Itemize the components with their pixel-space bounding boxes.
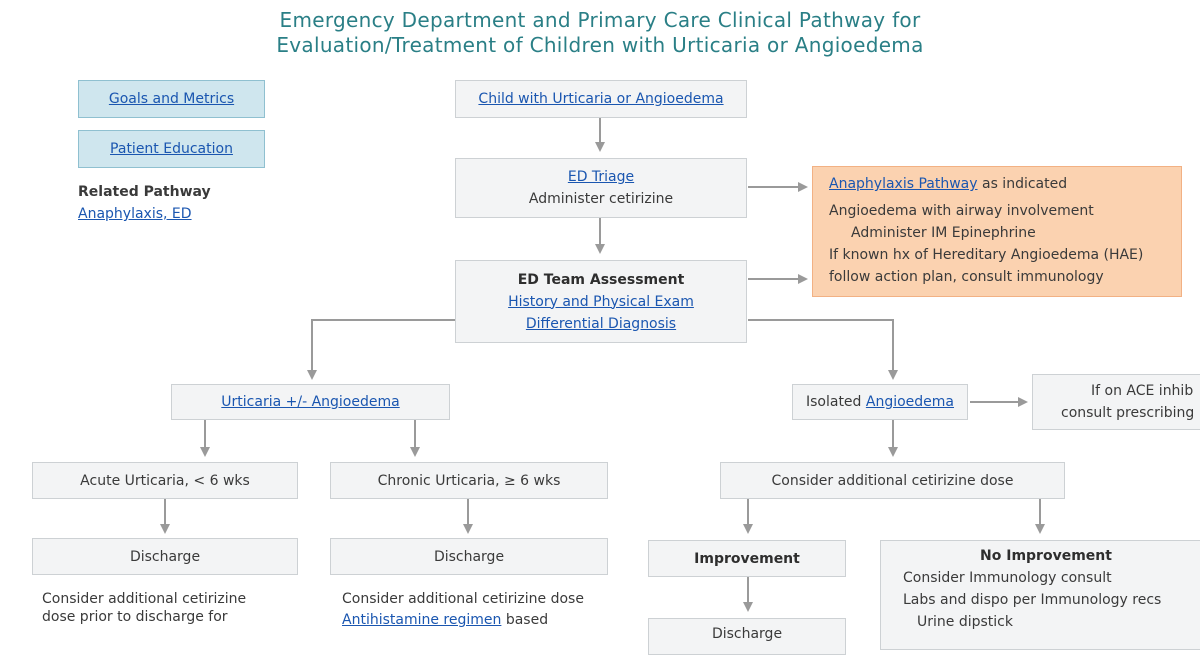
anaphylaxis-line: Anaphylaxis Pathway as indicated: [829, 173, 1067, 195]
no-improvement-line3: Urine dipstick: [917, 614, 1013, 630]
anaphylaxis-info-box: Anaphylaxis Pathway as indicated Angioed…: [812, 166, 1182, 297]
related-pathway-anaphylaxis[interactable]: Anaphylaxis, ED: [78, 204, 192, 224]
hae-text-line1: If known hx of Hereditary Angioedema (HA…: [829, 247, 1144, 263]
chronic-urticaria-box: Chronic Urticaria, ≥ 6 wks: [330, 462, 608, 499]
goals-metrics-button[interactable]: Goals and Metrics: [78, 80, 265, 118]
no-improvement-title: No Improvement: [980, 548, 1112, 564]
urticaria-link[interactable]: Urticaria +/- Angioedema: [221, 394, 400, 410]
ace-line2: consult prescribing: [1061, 405, 1195, 421]
start-link[interactable]: Child with Urticaria or Angioedema: [478, 91, 724, 107]
page-title-line2: Evaluation/Treatment of Children with Ur…: [276, 33, 924, 57]
ace-inhibitor-box: If on ACE inhib consult prescribing: [1032, 374, 1200, 430]
epinephrine-text: Administer IM Epinephrine: [851, 225, 1036, 241]
no-improvement-line2: Labs and dispo per Immunology recs: [903, 592, 1162, 608]
no-improvement-box: No Improvement Consider Immunology consu…: [880, 540, 1200, 650]
improvement-discharge-box: Discharge: [648, 618, 846, 655]
differential-diagnosis-link[interactable]: Differential Diagnosis: [525, 315, 677, 332]
improvement-label: Improvement: [694, 550, 800, 567]
ace-line1: If on ACE inhib: [1091, 383, 1194, 399]
discharge-chronic-label: Discharge: [433, 548, 505, 565]
no-improvement-list: Consider Immunology consult Labs and dis…: [881, 567, 1161, 633]
isolated-prefix: Isolated: [805, 394, 862, 410]
isolated-angioedema-line: Isolated Angioedema: [806, 391, 954, 413]
consider-dose-box: Consider additional cetirizine dose: [720, 462, 1065, 499]
anaphylaxis-pathway-link[interactable]: Anaphylaxis Pathway: [829, 176, 978, 192]
improvement-box: Improvement: [648, 540, 846, 577]
ed-triage-link[interactable]: ED Triage: [567, 169, 635, 185]
discharge-acute-label: Discharge: [129, 548, 201, 565]
no-improvement-line1: Consider Immunology consult: [903, 570, 1112, 586]
consider-dose-label: Consider additional cetirizine dose: [771, 472, 1014, 489]
chronic-note-line1: Consider additional cetirizine dose: [342, 591, 584, 607]
start-box[interactable]: Child with Urticaria or Angioedema: [455, 80, 747, 118]
angioedema-link[interactable]: Angioedema: [865, 394, 955, 410]
chronic-note-tail: based: [505, 612, 549, 628]
patient-education-link[interactable]: Patient Education: [110, 141, 233, 157]
improvement-discharge-label: Discharge: [711, 626, 783, 642]
hae-text-line2: follow action plan, consult immunology: [829, 269, 1104, 285]
page-title-line1: Emergency Department and Primary Care Cl…: [279, 8, 921, 32]
triage-text: Administer cetirizine: [528, 191, 674, 207]
triage-box: ED Triage Administer cetirizine: [455, 158, 747, 218]
chronic-urticaria-label: Chronic Urticaria, ≥ 6 wks: [377, 472, 561, 489]
goals-metrics-link[interactable]: Goals and Metrics: [108, 91, 235, 107]
discharge-acute-box: Discharge: [32, 538, 298, 575]
assessment-title: ED Team Assessment: [517, 271, 685, 288]
related-pathway-heading: Related Pathway: [78, 184, 211, 200]
antihistamine-regimen-link[interactable]: Antihistamine regimen: [342, 612, 502, 628]
anaphylaxis-ed-link[interactable]: Anaphylaxis, ED: [78, 206, 192, 222]
patient-education-button[interactable]: Patient Education: [78, 130, 265, 168]
acute-urticaria-label: Acute Urticaria, < 6 wks: [80, 472, 250, 489]
history-physical-link[interactable]: History and Physical Exam: [508, 293, 694, 310]
airway-text: Angioedema with airway involvement: [829, 203, 1094, 219]
isolated-angioedema-box: Isolated Angioedema: [792, 384, 968, 420]
acute-note-line2: dose prior to discharge for: [42, 609, 228, 625]
acute-urticaria-box: Acute Urticaria, < 6 wks: [32, 462, 298, 499]
chronic-note-line2: Antihistamine regimen based: [342, 610, 548, 630]
urticaria-box[interactable]: Urticaria +/- Angioedema: [171, 384, 450, 420]
discharge-chronic-box: Discharge: [330, 538, 608, 575]
assessment-box: ED Team Assessment History and Physical …: [455, 260, 747, 343]
connector-lines: [160, 118, 1045, 612]
acute-note-line1: Consider additional cetirizine: [42, 591, 247, 607]
anaphylaxis-tail: as indicated: [981, 176, 1068, 192]
